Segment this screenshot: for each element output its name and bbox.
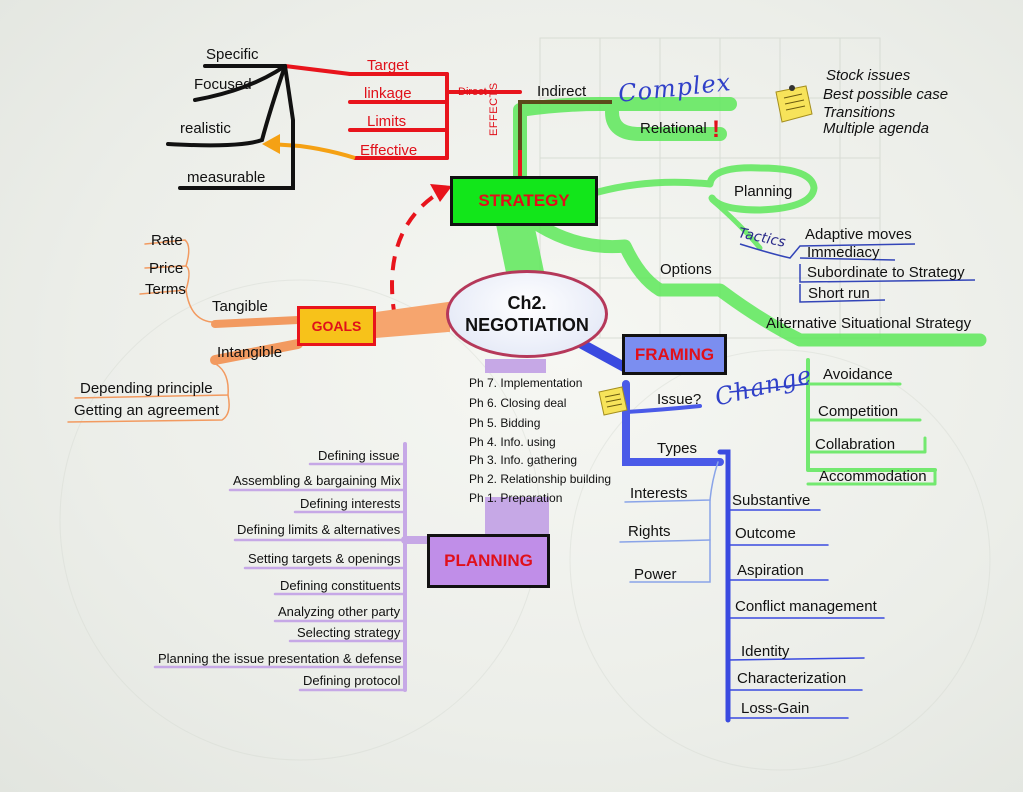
planning-item-5: Setting targets & openings (248, 551, 401, 566)
quality-measurable: measurable (187, 169, 266, 186)
types-characterization: Characterization (737, 670, 847, 687)
phase-7: Ph 7. Implementation (469, 376, 583, 390)
center-title-line1: Ch2. (507, 293, 547, 313)
planning-item-8: Selecting strategy (297, 625, 401, 640)
types-interests: Interests (630, 485, 688, 502)
framing-issue: Issue? (657, 391, 702, 408)
note-transitions: Transitions (823, 104, 896, 121)
center-node[interactable]: Ch2. NEGOTIATION (446, 270, 608, 358)
types-outcome: Outcome (735, 525, 796, 542)
direct-label: Direct (458, 86, 487, 98)
quality-realistic: realistic (180, 120, 231, 137)
direct-item-effective: Effective (360, 142, 418, 159)
indirect-dark-branch (518, 100, 612, 150)
note-multiple-agenda: Multiple agenda (823, 120, 929, 137)
planning-purple-branches (153, 359, 549, 692)
direct-item-limits: Limits (367, 113, 407, 130)
phase-4: Ph 4. Info. using (469, 435, 556, 449)
types-conflict-management: Conflict management (735, 598, 877, 615)
options-label: Options (660, 261, 712, 278)
framing-title: FRAMING (634, 344, 715, 364)
goals-to-strategy-dashed-arrow (390, 190, 442, 319)
tactics-item-subordinate: Subordinate to Strategy (807, 264, 965, 281)
planning-item-1: Defining issue (318, 448, 400, 463)
change-accommodation: Accommodation (819, 468, 927, 485)
goals-getting-agreement: Getting an agreement (74, 402, 220, 419)
phase-1: Ph 1. Preparation (469, 491, 563, 505)
types-identity: Identity (741, 643, 790, 660)
quality-specific: Specific (206, 46, 259, 63)
goals-orange-branches (67, 239, 450, 423)
types-substantive: Substantive (732, 492, 811, 509)
relational-exclamation: ! (712, 116, 720, 143)
types-power: Power (634, 566, 677, 583)
target-qualities-lines (166, 64, 295, 190)
goals-terms: Terms (145, 281, 186, 298)
goals-tangible: Tangible (212, 298, 268, 315)
tactics-blue-lines (739, 243, 976, 303)
change-collabration: Collabration (815, 436, 896, 453)
planning-item-9: Planning the issue presentation & defens… (158, 651, 402, 666)
effects-label: EFFECTS (488, 82, 500, 136)
strategy-title: STRATEGY (478, 191, 570, 210)
phase-2: Ph 2. Relationship building (469, 472, 612, 486)
center-title-line2: NEGOTIATION (465, 315, 589, 335)
planning-item-6: Defining constituents (280, 578, 401, 593)
planning-item-7: Analyzing other party (278, 604, 401, 619)
note-best-case: Best possible case (823, 86, 949, 103)
types-loss-gain: Loss-Gain (741, 700, 810, 717)
types-rights: Rights (628, 523, 671, 540)
types-aspiration: Aspiration (737, 562, 804, 579)
direct-item-target: Target (367, 57, 409, 74)
indirect-label: Indirect (537, 83, 587, 100)
planning-item-2: Assembling & bargaining Mix (233, 473, 401, 488)
planning-item-3: Defining interests (300, 496, 401, 511)
direct-item-linkage: linkage (364, 85, 412, 102)
phase-5: Ph 5. Bidding (469, 416, 541, 430)
goals-intangible: Intangible (217, 344, 283, 361)
planning-item-10: Defining protocol (303, 673, 401, 688)
change-avoidance: Avoidance (823, 366, 893, 383)
direct-red-branch (283, 64, 522, 182)
strategy-node[interactable]: STRATEGY (450, 176, 598, 226)
phase-6: Ph 6. Closing deal (469, 396, 567, 410)
alternative-strategy-label: Alternative Situational Strategy (766, 315, 972, 332)
planning-item-4: Defining limits & alternatives (237, 522, 401, 537)
goals-title: GOALS (311, 318, 362, 334)
goals-node[interactable]: GOALS (297, 306, 376, 346)
goals-rate: Rate (151, 232, 183, 249)
note-stock-issues: Stock issues (826, 67, 911, 84)
framing-sticky-note-icon[interactable] (596, 384, 630, 418)
dashed-arrowhead (430, 184, 452, 202)
goals-depending-principle: Depending principle (80, 380, 213, 397)
planning-title: PLANNING (444, 551, 533, 570)
framing-types: Types (657, 440, 698, 457)
change-competition: Competition (818, 403, 899, 420)
effective-arrowhead (262, 134, 280, 154)
relational-label: Relational (640, 120, 707, 137)
tactics-item-immediacy: Immediacy (807, 244, 880, 261)
effective-orange-connector (269, 142, 356, 160)
planning-node[interactable]: PLANNING (427, 534, 550, 588)
tactics-item-short-run: Short run (808, 285, 870, 302)
sticky-note-icon[interactable] (772, 82, 816, 126)
tactics-item-adaptive: Adaptive moves (805, 226, 912, 243)
quality-focused: Focused (194, 76, 252, 93)
phase-3: Ph 3. Info. gathering (469, 453, 578, 467)
framing-node[interactable]: FRAMING (622, 334, 727, 375)
goals-price: Price (149, 260, 184, 277)
planning-branch-label: Planning (734, 183, 793, 200)
